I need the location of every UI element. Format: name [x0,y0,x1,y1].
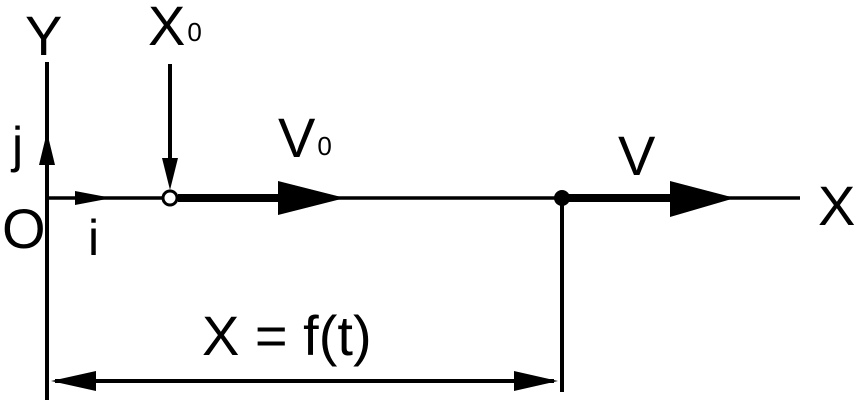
unit-vector-j-label: j [10,117,23,173]
unit-vector-i-arrowhead [75,191,112,205]
initial-velocity-arrowhead [278,181,345,215]
y-axis-label: Y [25,4,62,67]
origin-label: O [2,197,46,260]
velocity-label: V [618,124,656,187]
displacement-left-arrowhead [51,371,96,391]
x-axis-label: X [818,174,855,237]
displacement-right-arrowhead [514,371,558,391]
initial-position-main: X [148,0,185,57]
velocity-arrowhead [670,181,735,217]
unit-vector-i-label: i [88,210,99,266]
initial-position-point [161,189,179,207]
initial-position-label: X0 [148,0,202,57]
unit-vector-j-arrowhead [39,132,55,165]
initial-position-subscript: 0 [187,17,201,47]
initial-velocity-subscript: 0 [317,131,331,161]
initial-velocity-label: V0 [278,106,332,169]
initial-position-pointer-arrowhead [162,158,178,190]
displacement-label: X = f(t) [202,304,372,367]
initial-velocity-main: V [278,106,316,169]
